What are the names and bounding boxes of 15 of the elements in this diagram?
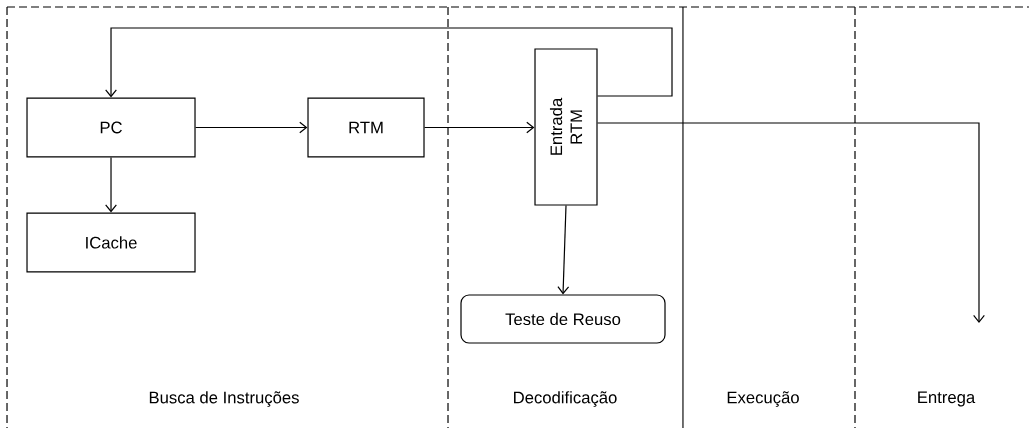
arrow: [597, 122, 985, 323]
arrow: [105, 27, 673, 98]
stage-label: Entrega: [918, 391, 976, 407]
process-box: RTM: [307, 97, 425, 158]
stage-label: Busca de Instruções: [149, 391, 299, 407]
arrow: [195, 121, 308, 134]
rounded-box: Teste de Reuso: [460, 294, 666, 344]
process-box: Entrada RTM: [534, 48, 598, 206]
arrow: [557, 205, 570, 295]
arrow: [424, 121, 535, 134]
stage-label: Decodificação: [514, 391, 617, 407]
stage-label: Execução: [727, 391, 799, 407]
process-box: PC: [26, 97, 196, 158]
process-box: ICache: [26, 212, 196, 273]
arrow: [105, 156, 117, 213]
